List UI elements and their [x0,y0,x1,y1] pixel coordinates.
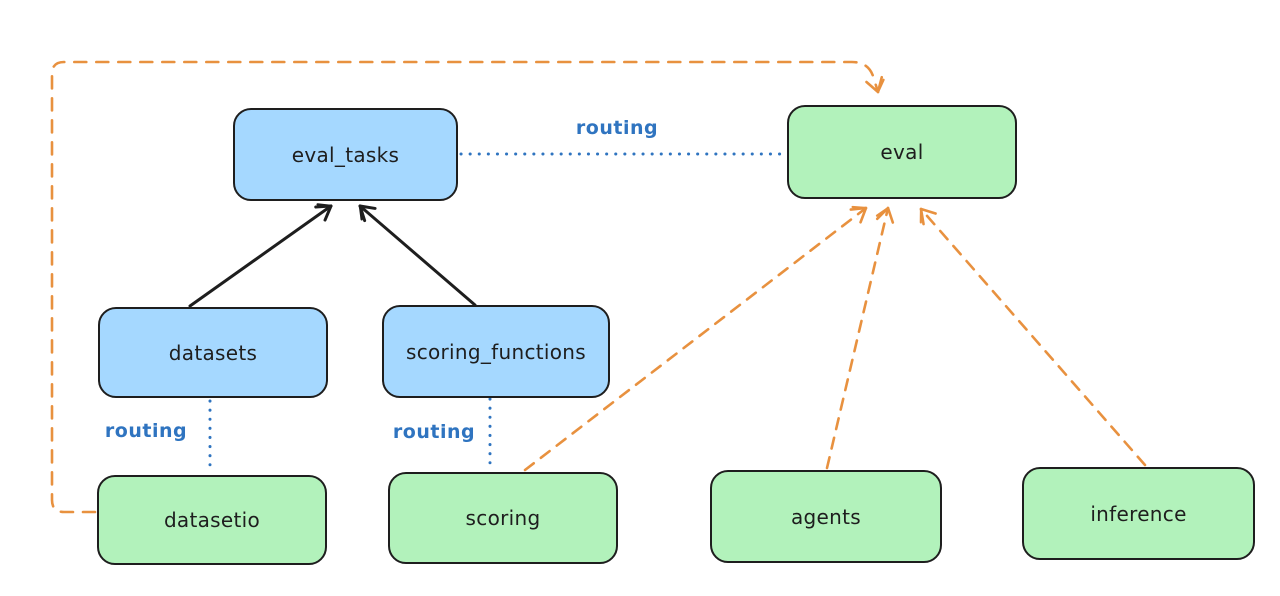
node-scoring-functions: scoring_functions [382,305,610,398]
node-scoring-functions-label: scoring_functions [405,339,587,364]
node-agents-label: agents [791,504,861,529]
node-agents: agents [710,470,942,563]
node-inference: inference [1022,467,1255,560]
node-inference-label: inference [1090,501,1187,526]
routing-label-eval-tasks-eval: routing [575,117,659,139]
node-datasetio: datasetio [97,475,327,565]
routing-label-scoring-functions-scoring: routing [392,421,476,443]
node-eval-tasks: eval_tasks [233,108,458,201]
edge-agents-to-eval [825,206,895,470]
edge-scoring-to-eval [523,205,868,472]
edge-scoring-functions-to-eval-tasks [358,204,477,307]
node-scoring-label: scoring [465,506,541,530]
node-eval-tasks-label: eval_tasks [291,142,400,167]
node-eval: eval [787,105,1017,199]
node-eval-label: eval [880,140,924,164]
node-datasets: datasets [98,307,328,398]
node-datasetio-label: datasetio [163,508,261,532]
edge-inference-to-eval [919,207,1147,467]
edge-datasets-to-eval-tasks [188,203,333,308]
edge-datasetio-to-eval-loop [50,60,885,514]
routing-label-datasets-datasetio: routing [104,420,188,442]
node-scoring: scoring [388,472,618,564]
node-datasets-label: datasets [168,340,258,365]
